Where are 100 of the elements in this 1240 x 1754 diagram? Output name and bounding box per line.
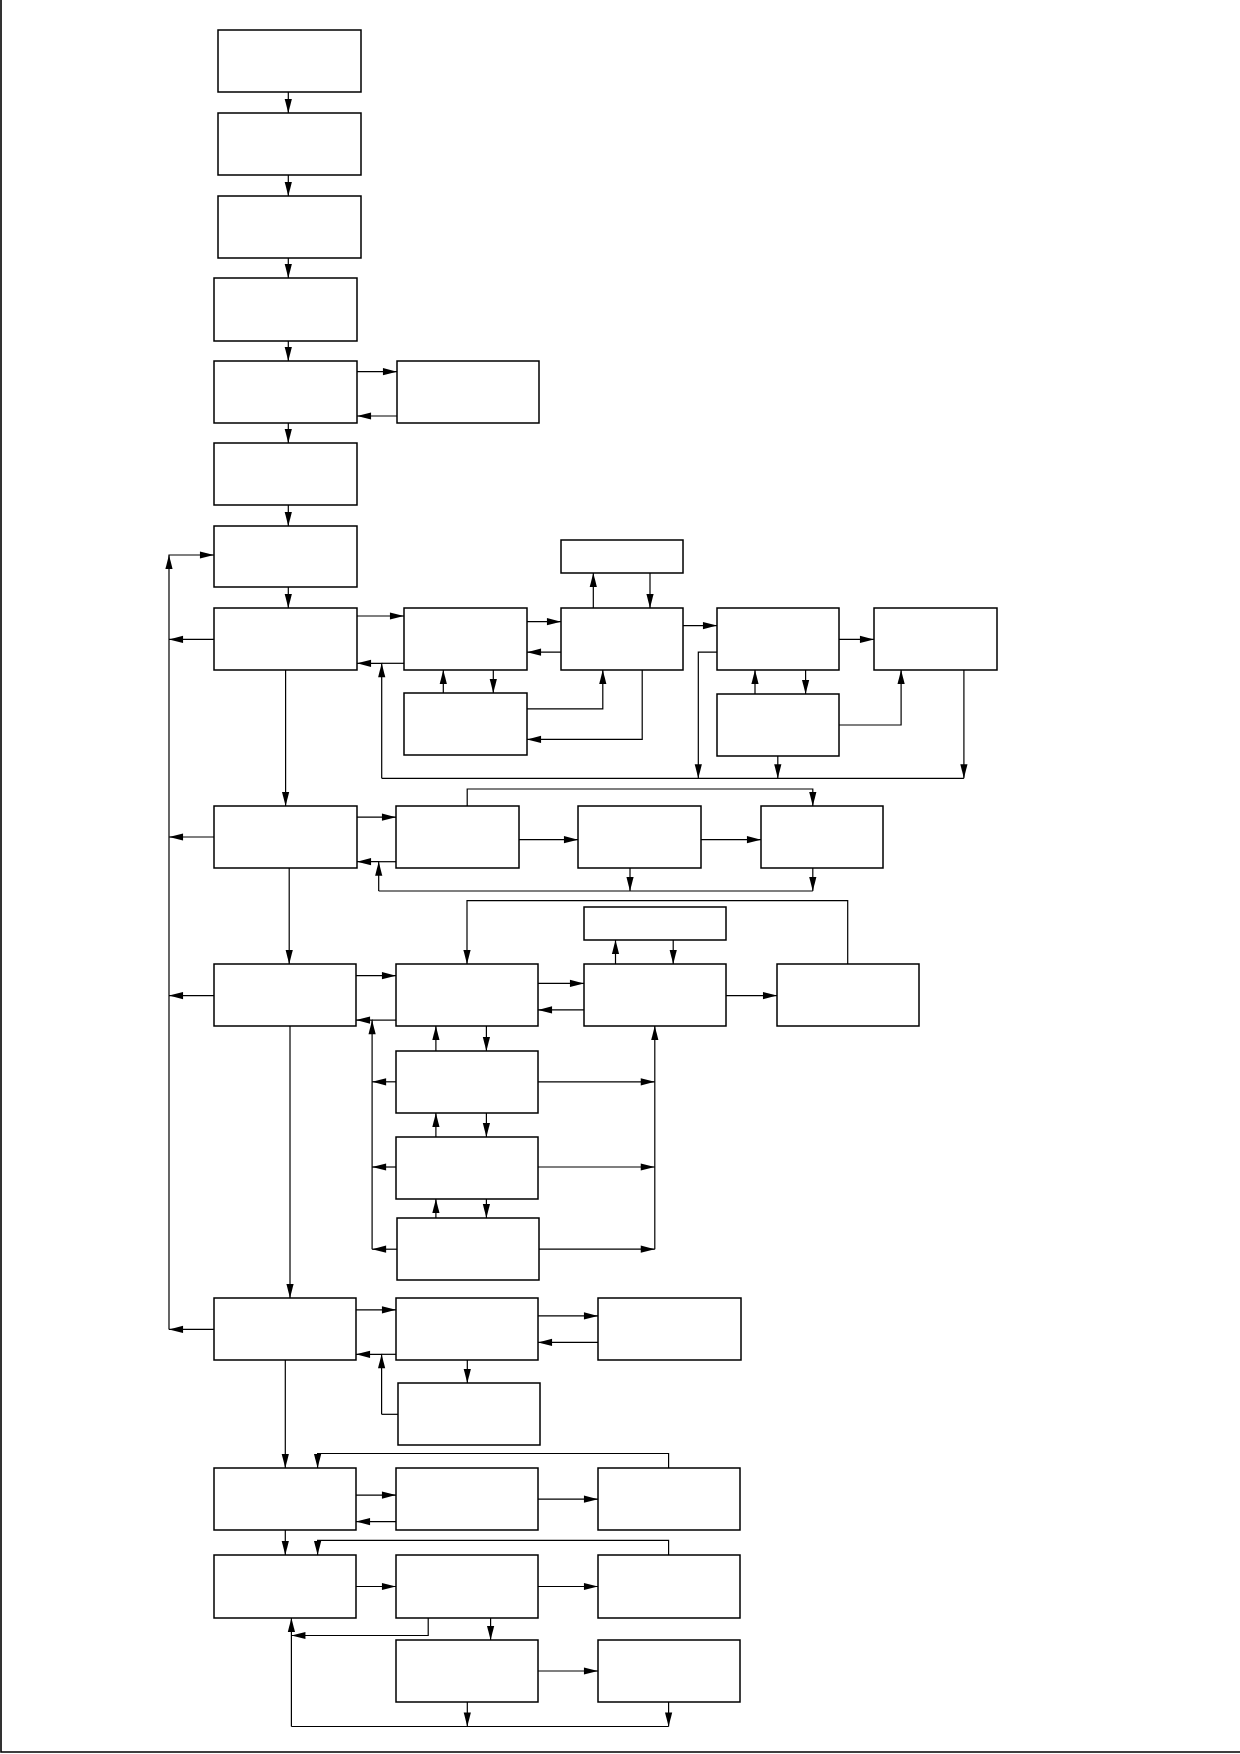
process-box	[395, 1639, 539, 1703]
arrow	[537, 1667, 599, 1675]
arrow	[281, 1359, 289, 1469]
connector-line	[381, 1413, 399, 1415]
arrow	[526, 648, 562, 656]
arrow	[537, 1163, 656, 1171]
arrow	[482, 1198, 490, 1219]
arrow	[284, 422, 292, 444]
arrow	[356, 659, 386, 779]
arrow	[751, 669, 759, 695]
arrow	[537, 1312, 599, 1320]
arrow	[526, 618, 562, 626]
arrow	[838, 635, 875, 643]
arrow	[284, 257, 292, 279]
arrow	[168, 1325, 215, 1333]
arrow	[356, 813, 397, 821]
arrow	[700, 836, 762, 844]
arrow	[482, 1025, 490, 1052]
arrow	[809, 867, 817, 892]
arrow	[463, 900, 849, 965]
process-box	[213, 963, 357, 1027]
arrow	[651, 1025, 659, 1250]
process-box	[873, 607, 998, 671]
arrow	[314, 1452, 670, 1469]
arrow	[355, 972, 397, 980]
arrow	[694, 651, 718, 779]
process-box	[213, 1297, 357, 1361]
arrow	[284, 91, 292, 114]
arrow	[284, 174, 292, 197]
process-box	[395, 1050, 539, 1114]
process-box	[397, 1382, 541, 1446]
connector-line	[381, 777, 965, 779]
process-box	[403, 607, 528, 671]
arrow	[287, 1617, 295, 1728]
arrow	[286, 1025, 294, 1299]
process-box	[395, 1136, 539, 1200]
arrow	[838, 669, 905, 726]
arrow	[356, 858, 383, 892]
arrow	[356, 368, 398, 376]
process-box	[597, 1554, 741, 1619]
process-box	[213, 1554, 357, 1619]
process-box	[583, 906, 727, 941]
process-box	[217, 29, 362, 93]
connector-line	[378, 861, 397, 863]
arrow	[537, 1338, 599, 1346]
process-box	[716, 693, 840, 757]
process-box	[395, 1467, 539, 1531]
arrow	[537, 1006, 585, 1014]
arrow	[355, 1350, 386, 1415]
process-box	[217, 195, 362, 259]
process-box	[213, 277, 358, 342]
arrow	[589, 572, 597, 609]
process-box	[597, 1639, 741, 1703]
arrow	[537, 1078, 656, 1086]
arrow	[355, 1582, 397, 1591]
arrow	[774, 755, 782, 779]
process-box	[716, 607, 840, 671]
arrow	[725, 992, 778, 1000]
process-box	[597, 1467, 741, 1531]
arrow	[665, 1701, 673, 1728]
process-box	[395, 1297, 539, 1361]
process-box	[396, 360, 540, 424]
process-box	[395, 805, 520, 869]
process-box	[583, 963, 727, 1027]
arrow	[281, 1529, 289, 1556]
process-box	[213, 607, 358, 671]
arrow	[489, 669, 497, 694]
arrow	[537, 1582, 599, 1591]
arrow	[432, 1198, 440, 1219]
process-box	[776, 963, 920, 1027]
arrow	[432, 1112, 440, 1138]
process-box	[560, 539, 684, 574]
process-box	[560, 607, 684, 671]
arrow	[646, 572, 654, 609]
arrow	[466, 788, 817, 807]
process-box	[395, 1554, 539, 1619]
arrow	[371, 1163, 397, 1171]
arrow	[355, 1518, 397, 1526]
process-box	[213, 1467, 357, 1531]
connector-line	[371, 1019, 397, 1021]
arrow	[284, 586, 292, 609]
process-box	[217, 112, 362, 176]
arrow	[165, 551, 215, 1330]
process-box	[760, 805, 884, 869]
arrow	[611, 939, 620, 965]
arrow	[526, 669, 607, 710]
arrow	[371, 1245, 398, 1253]
arrow	[537, 979, 585, 987]
arrow	[487, 1617, 495, 1641]
arrow	[439, 669, 447, 694]
arrow	[669, 939, 677, 965]
arrow	[355, 1306, 397, 1314]
process-box	[213, 805, 358, 869]
arrow	[355, 1491, 397, 1499]
arrow	[284, 504, 292, 527]
arrow	[356, 412, 398, 420]
process-box	[213, 442, 358, 506]
process-box	[213, 360, 358, 424]
arrow	[537, 1495, 599, 1503]
arrow	[802, 669, 810, 695]
